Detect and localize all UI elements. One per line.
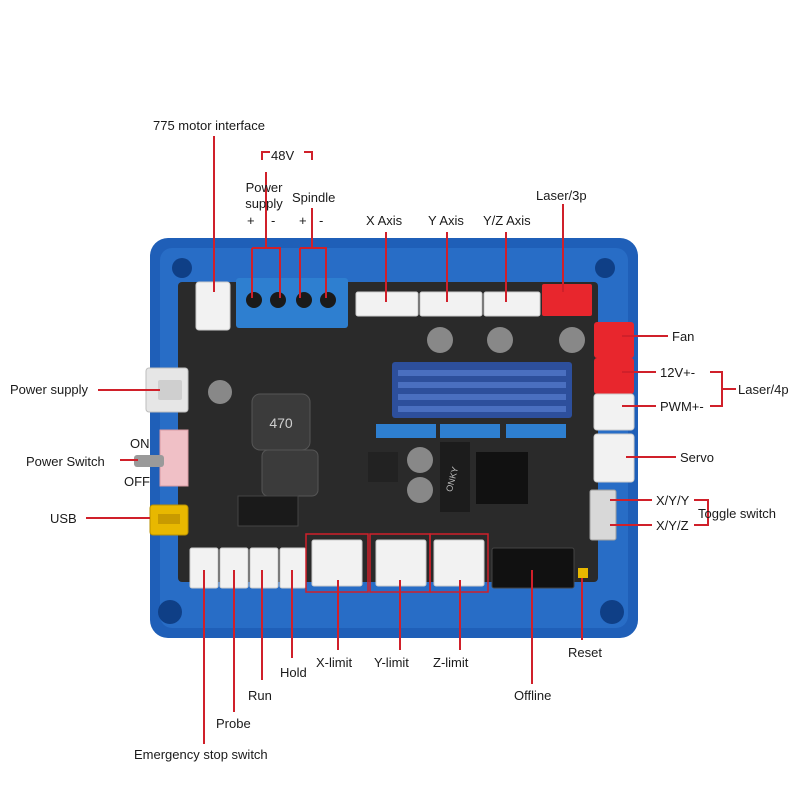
leader-toggle-bracket	[694, 499, 709, 526]
label-z-limit: Z-limit	[433, 655, 469, 670]
label-xyz: X/Y/Z	[656, 518, 689, 533]
y-limit-connector	[375, 539, 427, 587]
label-12v: 12V+-	[660, 365, 696, 380]
mount-hole	[595, 258, 615, 278]
leader-48v-bracket	[261, 151, 313, 160]
label-offline: Offline	[514, 688, 552, 703]
label-y-axis: Y Axis	[428, 213, 464, 228]
pwm-connector	[593, 393, 635, 431]
fan-connector	[594, 322, 634, 358]
label-power-supply-line2: supply	[245, 196, 283, 211]
label-y-limit: Y-limit	[374, 655, 409, 670]
driver-header	[506, 424, 566, 438]
label-probe: Probe	[216, 716, 251, 731]
run-connector	[249, 547, 279, 589]
laser-3p-connector	[542, 284, 592, 316]
capacitor	[487, 327, 513, 353]
inductor-marking: 470	[269, 415, 293, 431]
mount-hole	[172, 258, 192, 278]
mount-hole	[600, 600, 624, 624]
label-toggle-switch: Toggle switch	[698, 506, 777, 521]
label-spindle: Spindle	[292, 190, 336, 205]
y-axis-connector	[419, 291, 483, 317]
label-sp-minus: -	[319, 213, 324, 228]
capacitor	[208, 380, 232, 404]
yz-axis-connector	[483, 291, 541, 317]
label-power-supply-line1: Power	[245, 180, 283, 195]
label-ps-plus: +	[247, 213, 255, 228]
label-x-axis: X Axis	[366, 213, 403, 228]
leader-laser-4p-bracket	[710, 371, 736, 407]
label-servo: Servo	[680, 450, 714, 465]
label-sp-plus: +	[299, 213, 307, 228]
leader-48v-stem	[265, 172, 313, 248]
label-laser-4p: Laser/4p	[738, 382, 789, 397]
label-hold: Hold	[280, 665, 307, 680]
capacitor	[407, 447, 433, 473]
label-off: OFF	[124, 474, 150, 489]
toggle-switch	[589, 489, 617, 541]
label-laser-3p: Laser/3p	[536, 188, 587, 203]
label-48v: 48V	[271, 148, 295, 163]
driver-header	[376, 424, 436, 438]
leader-lines	[86, 136, 736, 744]
label-power-supply-left: Power supply	[10, 382, 89, 397]
label-x-limit: X-limit	[316, 655, 353, 670]
label-emergency-stop: Emergency stop switch	[134, 747, 268, 762]
leader-power-supply	[251, 247, 281, 298]
reset-button	[578, 568, 588, 578]
mount-hole	[158, 600, 182, 624]
label-yz-axis: Y/Z Axis	[483, 213, 531, 228]
microcontroller	[476, 452, 528, 504]
capacitor	[427, 327, 453, 353]
label-motor-775: 775 motor interface	[153, 118, 266, 133]
label-xyy: X/Y/Y	[656, 493, 690, 508]
x-limit-connector	[311, 539, 363, 587]
laser-4p-power-connector	[594, 358, 634, 394]
label-reset: Reset	[568, 645, 602, 660]
z-limit-connector	[433, 539, 485, 587]
label-ps-minus: -	[271, 213, 276, 228]
power-switch	[159, 429, 189, 487]
label-power-switch: Power Switch	[26, 454, 105, 469]
label-fan: Fan	[672, 329, 695, 344]
terminal-block	[236, 278, 348, 328]
capacitor	[559, 327, 585, 353]
driver-header	[440, 424, 500, 438]
mosfet	[368, 452, 398, 482]
capacitor	[407, 477, 433, 503]
leader-spindle	[299, 247, 327, 298]
label-on: ON	[130, 436, 150, 451]
label-pwm: PWM+-	[660, 399, 704, 414]
inductor	[261, 449, 319, 497]
label-usb: USB	[50, 511, 77, 526]
driver-chip	[440, 442, 470, 512]
label-run: Run	[248, 688, 272, 703]
regulator	[237, 495, 299, 527]
